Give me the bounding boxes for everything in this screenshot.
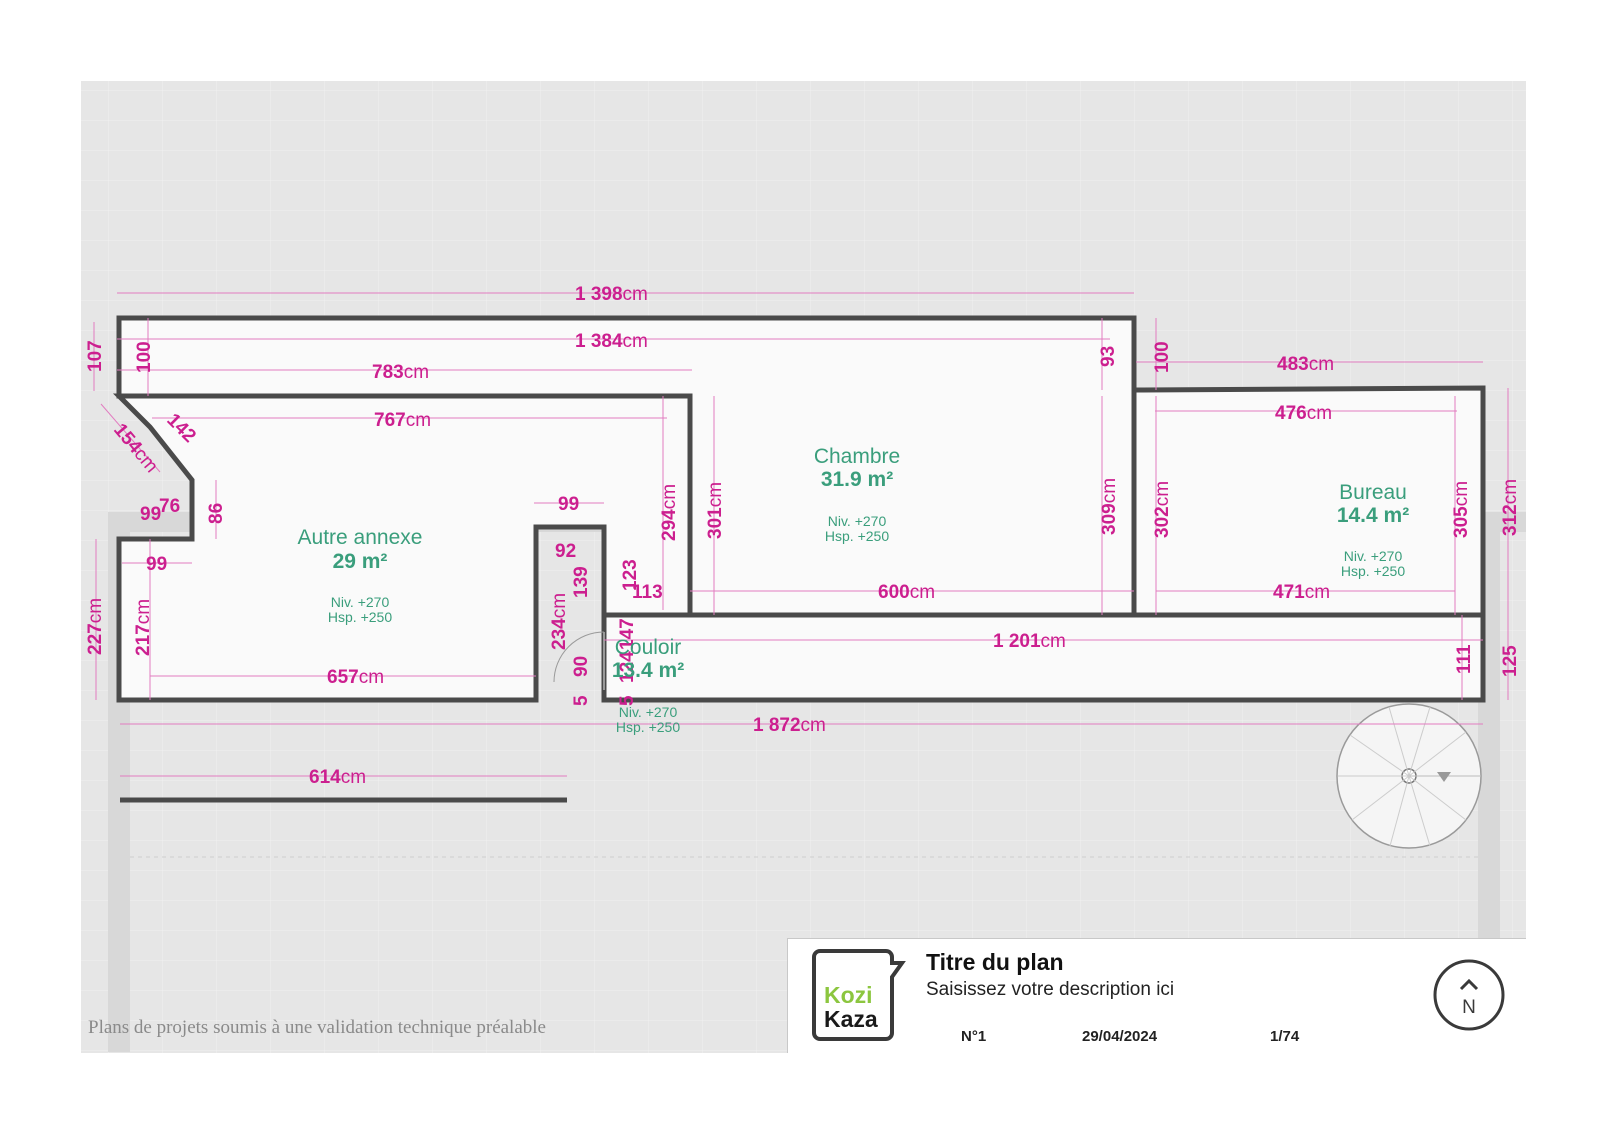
room-chambre-label: Chambre 31.9 m² Niv. +270 Hsp. +250 xyxy=(814,445,900,544)
plan-description[interactable]: Saisissez votre description ici xyxy=(926,979,1175,1000)
dim-92: 92 xyxy=(555,541,576,562)
plan-page: 1/74 xyxy=(1270,1028,1300,1045)
dim-1872: 1 872cm xyxy=(753,715,826,736)
door-swing xyxy=(553,631,605,683)
room-couloir-wall xyxy=(601,612,1486,703)
room-hsp: Hsp. +250 xyxy=(825,528,889,544)
dim-107: 107 xyxy=(85,340,106,372)
dim-125: 125 xyxy=(1500,645,1521,677)
room-hsp: Hsp. +250 xyxy=(1341,563,1405,579)
room-hsp: Hsp. +250 xyxy=(328,609,392,625)
dim-471: 471cm xyxy=(1273,582,1330,603)
room-name: Couloir xyxy=(615,636,682,659)
dim-123: 123 xyxy=(620,559,641,591)
dim-476: 476cm xyxy=(1275,403,1332,424)
dim-76: 76 xyxy=(159,496,180,517)
room-name: Bureau xyxy=(1339,481,1407,504)
dimension-labels: 1 398cm 1 384cm 783cm 767cm 483cm 476cm … xyxy=(85,284,1521,788)
dim-305: 305cm xyxy=(1451,481,1472,538)
dim-100b: 100 xyxy=(1152,341,1173,373)
dim-217: 217cm xyxy=(133,599,154,656)
dim-1201: 1 201cm xyxy=(993,631,1066,652)
dim-227: 227cm xyxy=(85,598,106,655)
room-bureau-label: Bureau 14.4 m² Niv. +270 Hsp. +250 xyxy=(1337,481,1409,579)
dim-111: 111 xyxy=(1454,644,1475,674)
dim-99c: 99 xyxy=(558,494,579,515)
dim-139: 139 xyxy=(571,566,592,598)
kozikaza-logo: Kozi Kaza xyxy=(812,949,906,1041)
dim-5a: 5 xyxy=(571,695,592,706)
plan-date: 29/04/2024 xyxy=(1082,1028,1158,1045)
room-niv: Niv. +270 xyxy=(828,513,887,529)
dimension-lines xyxy=(93,292,1509,777)
room-niv: Niv. +270 xyxy=(1344,548,1403,564)
title-block: Kozi Kaza Titre du plan Saisissez votre … xyxy=(787,938,1526,1053)
plan-number: N°1 xyxy=(961,1028,987,1045)
dim-124: 124 xyxy=(617,651,638,683)
dim-99a: 99 xyxy=(140,504,161,525)
room-name: Chambre xyxy=(814,445,900,468)
dim-5b: 5 xyxy=(617,695,638,706)
svg-text:Kozi: Kozi xyxy=(824,982,873,1008)
dim-483: 483cm xyxy=(1277,354,1334,375)
dim-147: 147 xyxy=(617,618,638,650)
dim-86: 86 xyxy=(206,503,227,524)
dim-302: 302cm xyxy=(1152,481,1173,538)
dim-294: 294cm xyxy=(659,484,680,541)
dim-1398: 1 398cm xyxy=(575,284,648,305)
room-area: 29 m² xyxy=(333,550,388,573)
room-name: Autre annexe xyxy=(298,526,423,549)
dim-113: 113 xyxy=(632,582,663,603)
dim-301: 301cm xyxy=(705,482,726,539)
room-area: 13.4 m² xyxy=(612,659,684,682)
dim-309: 309cm xyxy=(1099,478,1120,535)
room-niv: Niv. +270 xyxy=(331,594,390,610)
watermark-text: Plans de projets soumis à une validation… xyxy=(88,1017,546,1038)
dim-783: 783cm xyxy=(372,362,429,383)
dim-234: 234cm xyxy=(549,593,570,650)
room-area: 31.9 m² xyxy=(821,468,893,491)
svg-text:N: N xyxy=(1462,997,1476,1018)
plan-title[interactable]: Titre du plan xyxy=(926,949,1064,975)
dim-93: 93 xyxy=(1098,346,1119,367)
room-couloir-label: Couloir 13.4 m² Niv. +270 Hsp. +250 xyxy=(612,636,684,735)
dim-99b: 99 xyxy=(146,554,167,575)
room-hsp: Hsp. +250 xyxy=(616,719,680,735)
dim-90: 90 xyxy=(571,656,592,677)
dim-600: 600cm xyxy=(878,582,935,603)
room-annexe-label: Autre annexe 29 m² Niv. +270 Hsp. +250 xyxy=(298,526,423,625)
dim-100: 100 xyxy=(134,341,155,373)
north-compass-icon: N xyxy=(1433,959,1505,1031)
dim-1384: 1 384cm xyxy=(575,331,648,352)
room-niv: Niv. +270 xyxy=(619,704,678,720)
svg-text:Kaza: Kaza xyxy=(824,1006,878,1032)
dim-767: 767cm xyxy=(374,410,431,431)
room-area: 14.4 m² xyxy=(1337,504,1409,527)
dim-614: 614cm xyxy=(309,767,366,788)
dim-657: 657cm xyxy=(327,667,384,688)
dim-312: 312cm xyxy=(1500,479,1521,536)
spiral-staircase xyxy=(1336,703,1482,849)
